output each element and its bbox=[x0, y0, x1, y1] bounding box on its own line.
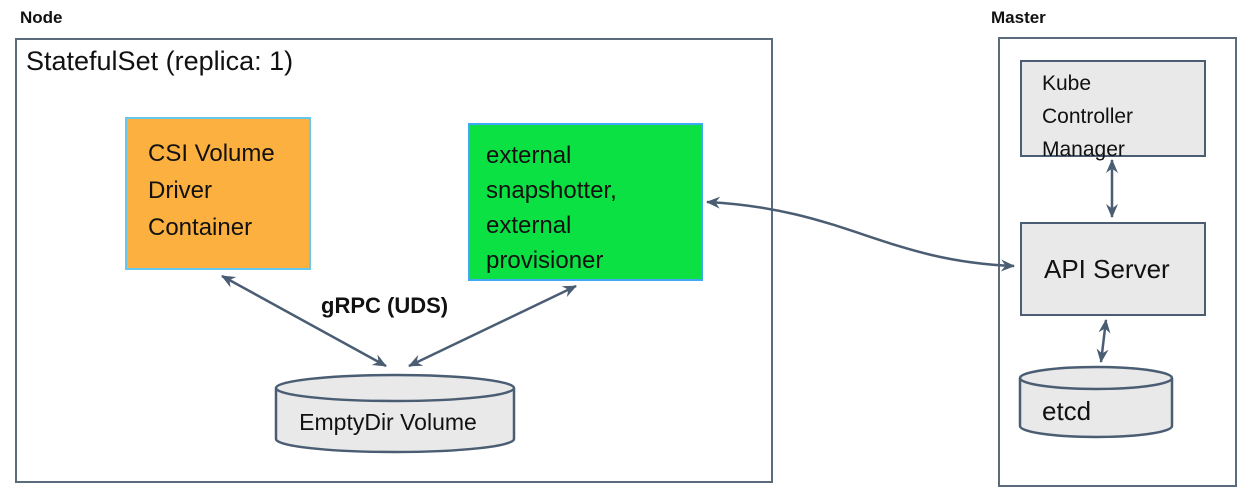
sidecar-box-line: provisioner bbox=[486, 247, 604, 274]
kcm-box-line: Manager bbox=[1042, 138, 1125, 161]
etcd-label: etcd bbox=[1042, 396, 1092, 426]
statefulset-title: StatefulSet (replica: 1) bbox=[26, 46, 294, 76]
api-server-label: API Server bbox=[1044, 253, 1170, 284]
kube-controller-manager-box: Kube Controller Manager bbox=[1020, 60, 1206, 161]
master-section-label: Master bbox=[991, 8, 1046, 27]
sidecar-box-line: external bbox=[486, 142, 572, 169]
kcm-box-line: Kube bbox=[1042, 72, 1092, 95]
sidecar-box-line: snapshotter, bbox=[486, 177, 617, 204]
emptydir-volume-label: EmptyDir Volume bbox=[299, 409, 477, 435]
external-snapshotter-provisioner-box: external snapshotter, external provision… bbox=[468, 123, 703, 281]
csi-box-line: CSI Volume bbox=[148, 140, 275, 167]
csi-volume-driver-container-box: CSI Volume Driver Container bbox=[125, 117, 311, 270]
node-section-label: Node bbox=[20, 8, 63, 27]
grpc-uds-label: gRPC (UDS) bbox=[321, 293, 449, 318]
sidecar-box-line: external bbox=[486, 212, 572, 239]
csi-box-line: Driver bbox=[148, 177, 212, 204]
kcm-box-line: Controller bbox=[1042, 105, 1134, 128]
csi-box-line: Container bbox=[148, 214, 253, 241]
api-server-box: API Server bbox=[1020, 222, 1206, 316]
